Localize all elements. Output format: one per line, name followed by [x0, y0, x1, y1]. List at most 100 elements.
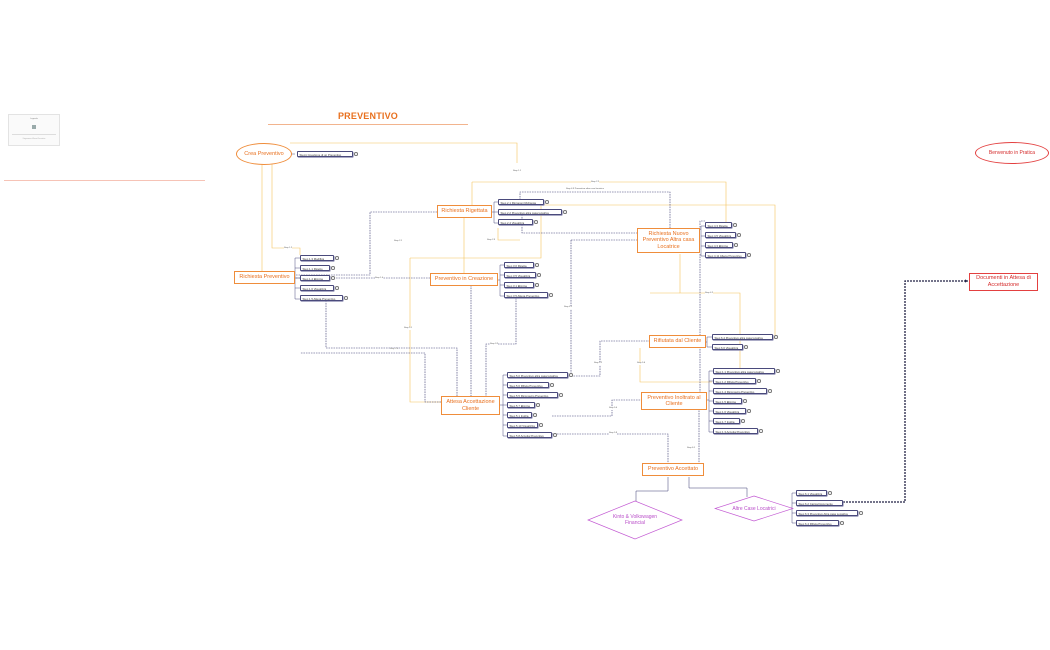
- legend-heading: Legenda: [30, 118, 38, 120]
- node-altre-case[interactable]: Altre Case Locatrici: [714, 495, 794, 522]
- step-attesa-0[interactable]: Step 5.0 Preventivo altra casa locatrice: [507, 372, 568, 378]
- info-icon: [747, 409, 751, 413]
- info-icon: [553, 433, 557, 437]
- info-icon: [536, 403, 540, 407]
- step-inoltrato-2[interactable]: Step 1.4 Riconoscio Preventivo: [713, 388, 767, 394]
- edge-attesa-accettato: [552, 433, 669, 463]
- step-nuovo-3[interactable]: Step 4.11 Allega Preventivo: [705, 252, 746, 258]
- edge-label: Step 1.4: [375, 277, 384, 280]
- info-icon: [741, 419, 745, 423]
- step-attesa-5[interactable]: Step 5.10 Visualizza: [507, 422, 538, 428]
- side-divider: [4, 180, 205, 181]
- info-icon: [747, 253, 751, 257]
- edge-label: Step 5.2: [594, 362, 603, 365]
- step-creazione-3[interactable]: Step 3.5 Allega Preventivo: [504, 292, 548, 298]
- step-richiesta-4[interactable]: Step 1.5 Allega Preventivo: [300, 295, 343, 301]
- edge-ycross-1: [472, 181, 727, 228]
- bracket-rifiutata: [704, 336, 712, 348]
- step-inoltrato-4[interactable]: Step 1.6 Visualizza: [713, 408, 746, 414]
- info-icon: [331, 266, 335, 270]
- step-rigettata-1[interactable]: Step 2.2 Preventivo altra casa locatrice: [498, 209, 562, 215]
- info-icon: [776, 369, 780, 373]
- info-icon: [744, 345, 748, 349]
- step-rifiutata-0[interactable]: Step 6.4 Preventivo altra casa locatrice: [712, 334, 773, 340]
- edge-accettato-altre: [688, 477, 748, 497]
- info-icon: [335, 256, 339, 260]
- edge-label: Step 5.4: [609, 407, 618, 410]
- step-inoltrato-6[interactable]: Step 1.3 Accetta Preventivo: [713, 428, 758, 434]
- step-inoltrato-5[interactable]: Step 1.7 Inoltra: [713, 418, 740, 424]
- node-richiesta-preventivo[interactable]: Richiesta Preventivo: [234, 271, 295, 284]
- step-altre-0[interactable]: Step 6.1 Visualizza: [796, 490, 827, 496]
- step-rigettata-0[interactable]: Step 2.1 Riproponi Richiesta: [498, 199, 544, 205]
- step-richiesta-1[interactable]: Step 1.1 Rigetto: [300, 265, 330, 271]
- edge-creazione-attesa-2: [485, 298, 517, 397]
- bracket-creazione: [496, 264, 504, 297]
- info-icon: [539, 423, 543, 427]
- info-icon: [774, 335, 778, 339]
- step-nuovo-0[interactable]: Step 4.3 Rigetta: [705, 222, 732, 228]
- node-richiesta-rigettata[interactable]: Richiesta Rigettata: [437, 205, 492, 218]
- edge-label: Step 4.2: [705, 292, 714, 295]
- step-creazione-2[interactable]: Step 3.1 Elimina: [504, 282, 534, 288]
- edge-attesa-rifiutata: [566, 340, 649, 377]
- step-crea-0[interactable]: Step1 Creazione di un Preventivo: [297, 151, 353, 157]
- node-preventivo-inoltrato[interactable]: Preventivo Inoltrato al Cliente: [641, 392, 707, 410]
- bracket-attesa: [500, 374, 508, 437]
- info-icon: [734, 243, 738, 247]
- edge-ycross-5: [679, 254, 741, 368]
- step-inoltrato-3[interactable]: Step 1.5 Elimina: [713, 398, 742, 404]
- info-icon: [563, 210, 567, 214]
- node-rifiutata-cliente[interactable]: Rifiutata dal Cliente: [649, 335, 706, 348]
- step-inoltrato-1[interactable]: Step 1.2 Rifiuta Preventivo: [713, 378, 756, 384]
- step-attesa-6[interactable]: Step 5.8 Accetta Preventivo: [507, 432, 552, 438]
- step-attesa-1[interactable]: Step 5.6 Rifiuta Preventivo: [507, 382, 549, 388]
- step-nuovo-2[interactable]: Step 4.3 Elimina: [705, 242, 733, 248]
- info-icon: [757, 379, 761, 383]
- step-richiesta-0[interactable]: Step 1.3 Modifica: [300, 255, 334, 261]
- node-richiesta-nuovo-preventivo[interactable]: Richiesta Nuovo Preventivo Altra casa Lo…: [637, 228, 700, 253]
- step-attesa-3[interactable]: Step 5.7 Elimina: [507, 402, 535, 408]
- edge-label: Step 2.3: [487, 239, 496, 242]
- node-preventivo-accettato[interactable]: Preventivo Accettato: [642, 463, 704, 476]
- step-inoltrato-0[interactable]: Step 1.1 Preventivo altra casa locatrice: [713, 368, 775, 374]
- edge-label: Step 3.2: [490, 343, 499, 346]
- node-kinto-vw[interactable]: Kinto & Volkswagen Financial: [587, 500, 683, 540]
- edge-nuovo-attesa: [570, 239, 637, 375]
- step-altre-2[interactable]: Step 6.3 Preventivo Altra casa Locatrice: [796, 510, 858, 516]
- info-icon: [545, 200, 549, 204]
- node-preventivo-creazione[interactable]: Preventivo in Creazione: [430, 273, 498, 286]
- edge-label: Step 4.3 Preventivo altra casa locatrice: [566, 188, 604, 191]
- step-attesa-2[interactable]: Step 5.5 Riconoscio Preventivo: [507, 392, 558, 398]
- info-icon: [559, 393, 563, 397]
- node-crea-preventivo[interactable]: Crea Preventivo: [236, 143, 292, 165]
- diamond-shape: [714, 495, 794, 522]
- step-altre-1[interactable]: Step 6.2 Carica Documento: [796, 500, 843, 506]
- step-rifiutata-1[interactable]: Step 6.6 Visualizza: [712, 344, 743, 350]
- step-richiesta-2[interactable]: Step 1.4 Elimina: [300, 275, 330, 281]
- info-icon: [331, 276, 335, 280]
- edge-label: Step 5.6: [637, 362, 646, 365]
- bracket-inoltrato: [706, 370, 714, 433]
- step-creazione-0[interactable]: Step 3.0 Rigetta: [504, 262, 534, 268]
- info-icon: [828, 491, 832, 495]
- node-attesa-accettazione[interactable]: Attesa Accettazione Cliente: [441, 396, 500, 415]
- step-attesa-4[interactable]: Step 5.1 Inoltra: [507, 412, 532, 418]
- legend-divider: [12, 134, 56, 135]
- info-icon: [535, 263, 539, 267]
- step-altre-3[interactable]: Step 6.4 Rifiuta Preventivo: [796, 520, 839, 526]
- step-rigettata-2[interactable]: Step 2.4 Visualizza: [498, 219, 533, 225]
- node-documenti-attesa[interactable]: Documenti in Attesa di Accettazione: [969, 273, 1038, 291]
- info-icon: [737, 233, 741, 237]
- edge-label: Step 1.1: [513, 170, 522, 173]
- step-nuovo-1[interactable]: Step 4.5 Visualizza: [705, 232, 736, 238]
- info-icon: [354, 152, 358, 156]
- node-benvenuto-pratica[interactable]: Benvenuto in Pratica: [975, 142, 1049, 164]
- title-underline: [268, 124, 468, 125]
- step-creazione-1[interactable]: Step 3.5 Visualizza: [504, 272, 536, 278]
- edge-label: Step 6.1: [687, 447, 696, 450]
- step-richiesta-3[interactable]: Step 1.6 Visualizza: [300, 285, 334, 291]
- edge-label: Step 2.2: [591, 181, 600, 184]
- info-icon: [733, 223, 737, 227]
